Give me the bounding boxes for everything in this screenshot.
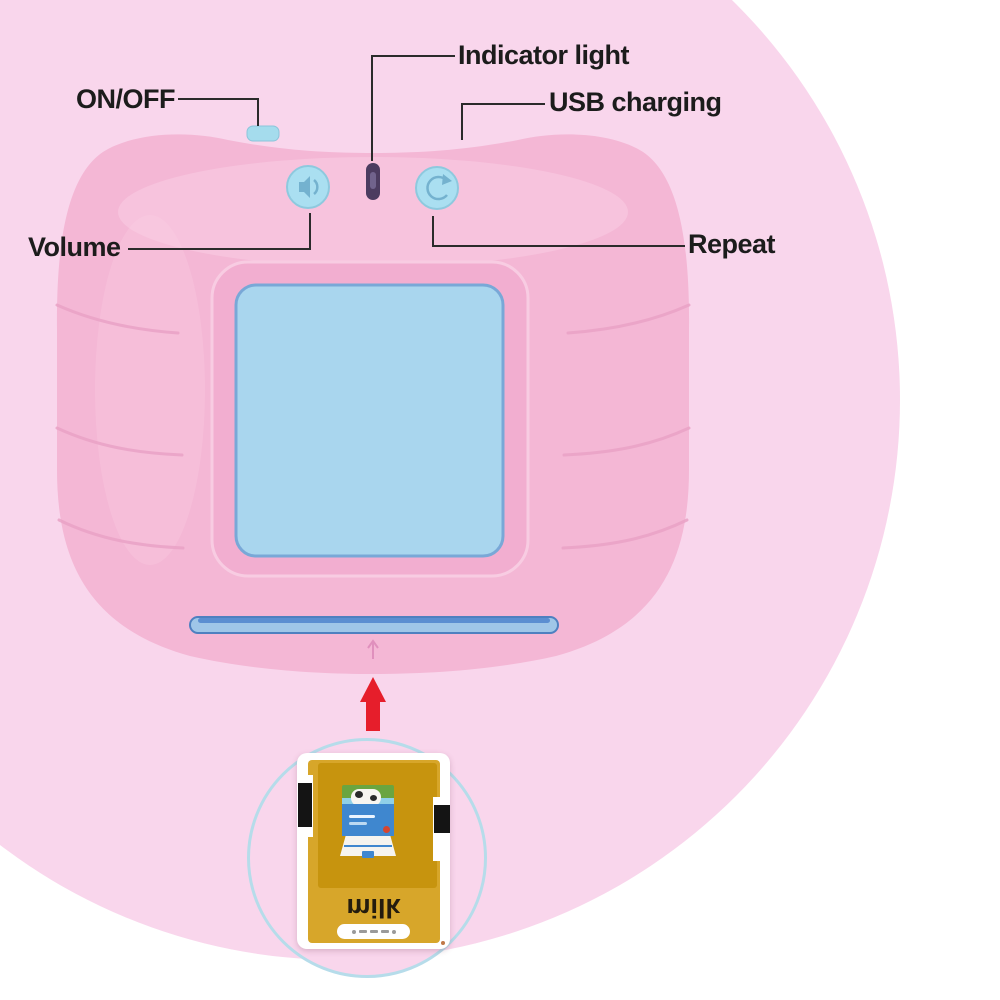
- power-slider-button: [246, 125, 280, 142]
- milk-carton-illustration: [340, 785, 396, 869]
- pill-text-dash: [380, 930, 389, 933]
- arrow-stem: [366, 701, 380, 731]
- on-off-label: ON/OFF: [76, 84, 176, 114]
- berry: [383, 826, 390, 833]
- flashcard: milk: [297, 753, 450, 949]
- volume-label: Volume: [28, 232, 121, 262]
- slot-arrow-emboss-icon: [367, 639, 379, 659]
- led-indicator: [366, 163, 380, 200]
- usb-charging-label: USB charging: [549, 87, 722, 117]
- grip-ridges: [55, 303, 691, 550]
- cow-spot: [355, 791, 363, 798]
- indicator-light-label: Indicator light: [458, 40, 630, 70]
- indicator-callout-line: [371, 55, 455, 161]
- pill-mark: [351, 929, 356, 934]
- repeat-label: Repeat: [688, 229, 776, 259]
- body-highlight-left: [95, 215, 205, 565]
- card-black-tab-right: [434, 805, 450, 833]
- body-highlight: [118, 157, 628, 267]
- pill-text-dash: [369, 930, 378, 933]
- carton-spout: [362, 851, 374, 858]
- arrow-head: [360, 677, 386, 702]
- volume-callout-line: [128, 213, 311, 250]
- card-word: milk: [346, 893, 401, 923]
- carton-gable-line: [344, 845, 392, 847]
- callout-lines: [128, 55, 685, 250]
- repeat-callout-line: [432, 216, 685, 247]
- cow-spot: [370, 795, 377, 801]
- onoff-callout-line: [178, 98, 259, 126]
- screen: [234, 283, 505, 558]
- carton-text-line: [349, 815, 375, 818]
- card-brand-pill: [337, 924, 410, 939]
- volume-button: [286, 165, 330, 209]
- repeat-button: [415, 166, 459, 210]
- pill-mark: [391, 929, 396, 934]
- repeat-arrows-icon: [426, 174, 452, 201]
- card-corner-dot: [441, 941, 445, 945]
- carton-text-line: [349, 822, 367, 825]
- pill-text-dash: [358, 930, 367, 933]
- speaker-icon: [299, 176, 319, 198]
- usb-callout-line: [461, 103, 545, 140]
- card-slot: [189, 616, 559, 634]
- card-black-tab-left: [298, 783, 312, 827]
